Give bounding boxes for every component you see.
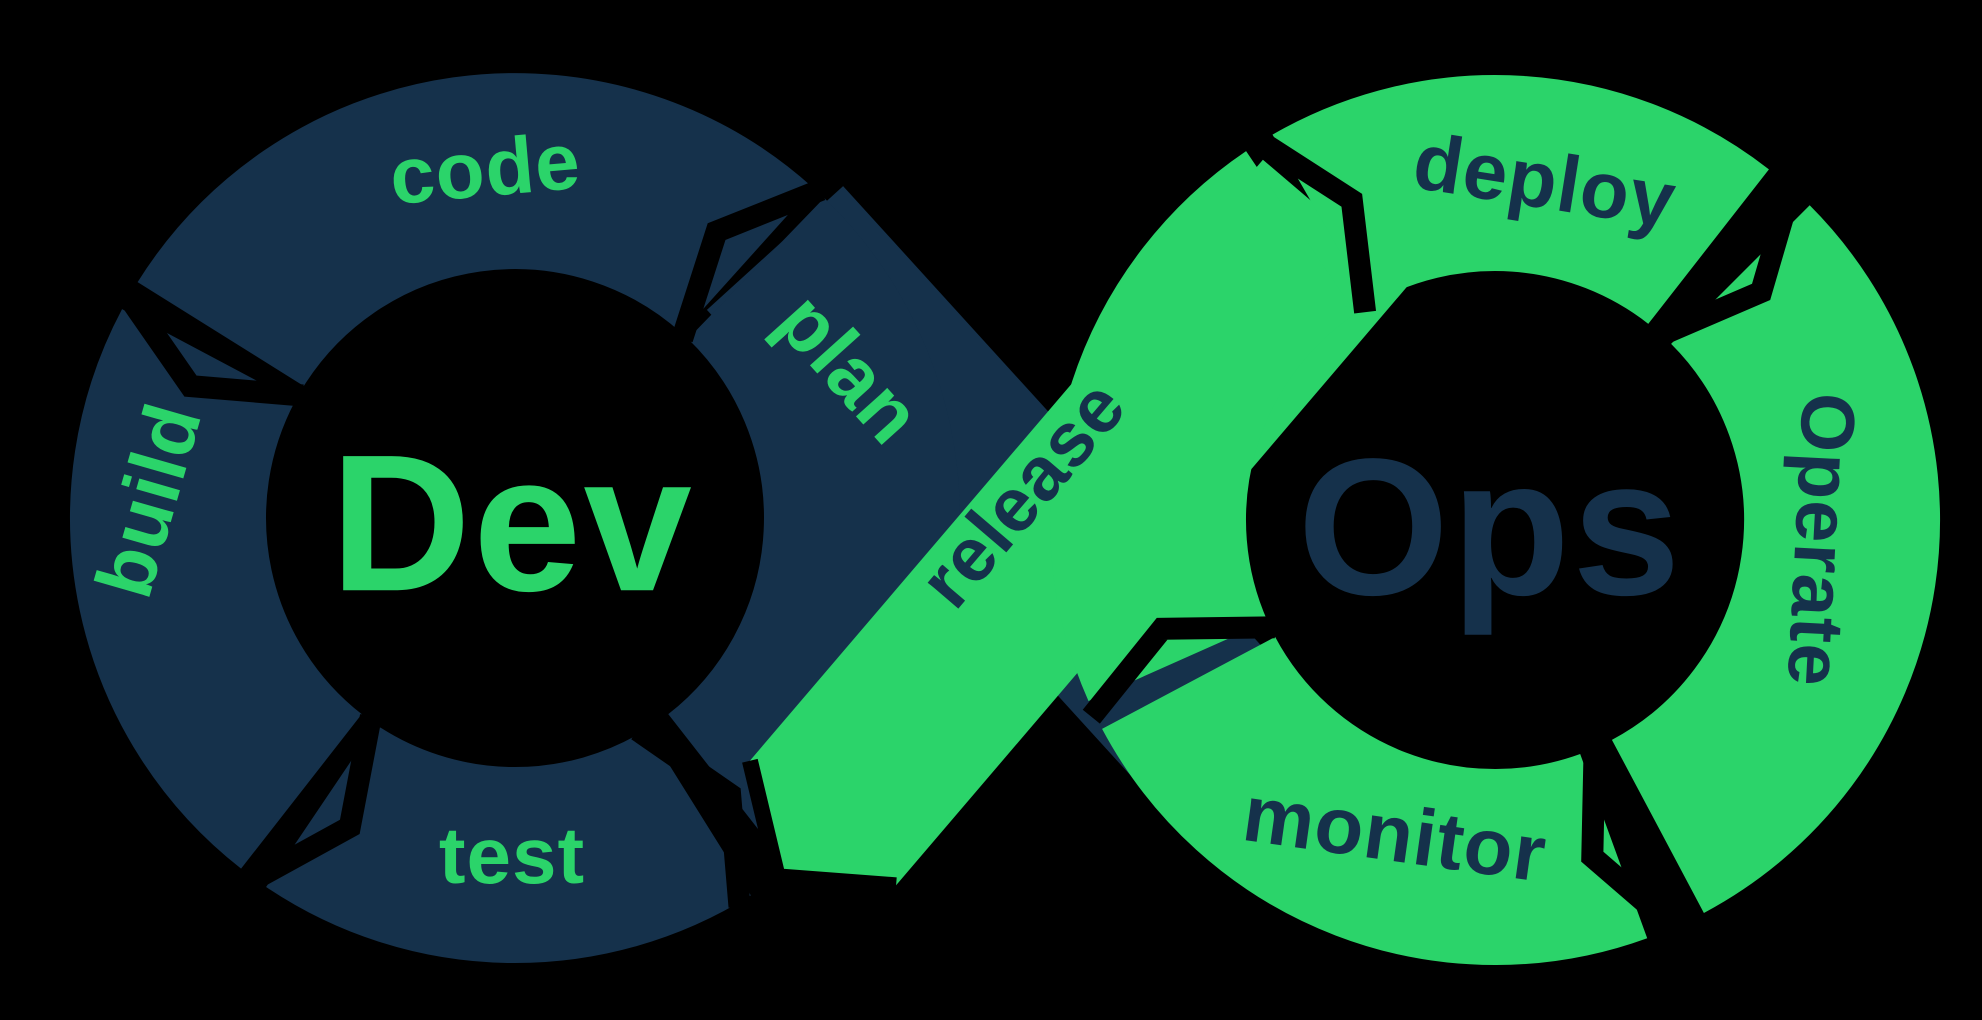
ops-arrow-cut-bottom-right-icon: [1581, 743, 1685, 939]
dev-ring-test-arc: [266, 723, 751, 963]
ops-ring-left-arc: [1050, 151, 1358, 701]
dev-ring-build-arc: [70, 309, 364, 869]
ops-arrow-cut-top-right-icon: [1653, 180, 1804, 347]
dev-ring-code-arc: [137, 73, 813, 388]
label-operate: Operate: [1771, 391, 1871, 689]
dev-loop: [70, 73, 960, 963]
dev-arrow-cut-bottom-right-icon: [631, 721, 751, 908]
ops-ring-deploy-arc: [1272, 75, 1769, 325]
loop-titles: Dev Ops: [330, 414, 1682, 636]
dev-arrow-cut-bottom-left-icon: [245, 714, 382, 891]
release-band-tail-gap: [742, 758, 897, 894]
ops-arrow-cut-top-left-icon: [1251, 129, 1377, 314]
dev-arrow-cut-top-right-icon: [671, 179, 826, 343]
dev-title: Dev: [330, 414, 694, 632]
ops-ring-monitor-arc: [1102, 635, 1648, 966]
ops-ring-operate-arc: [1610, 205, 1941, 913]
label-test: test: [439, 811, 585, 900]
label-code: code: [386, 116, 584, 221]
ops-title: Ops: [1297, 418, 1682, 636]
arrow-cuts: [117, 129, 1804, 939]
ops-loop: [1050, 75, 1941, 966]
dev-arrow-cut-top-left-icon: [117, 287, 304, 407]
ops-arrow-cut-bottom-left-icon: [1082, 616, 1275, 724]
